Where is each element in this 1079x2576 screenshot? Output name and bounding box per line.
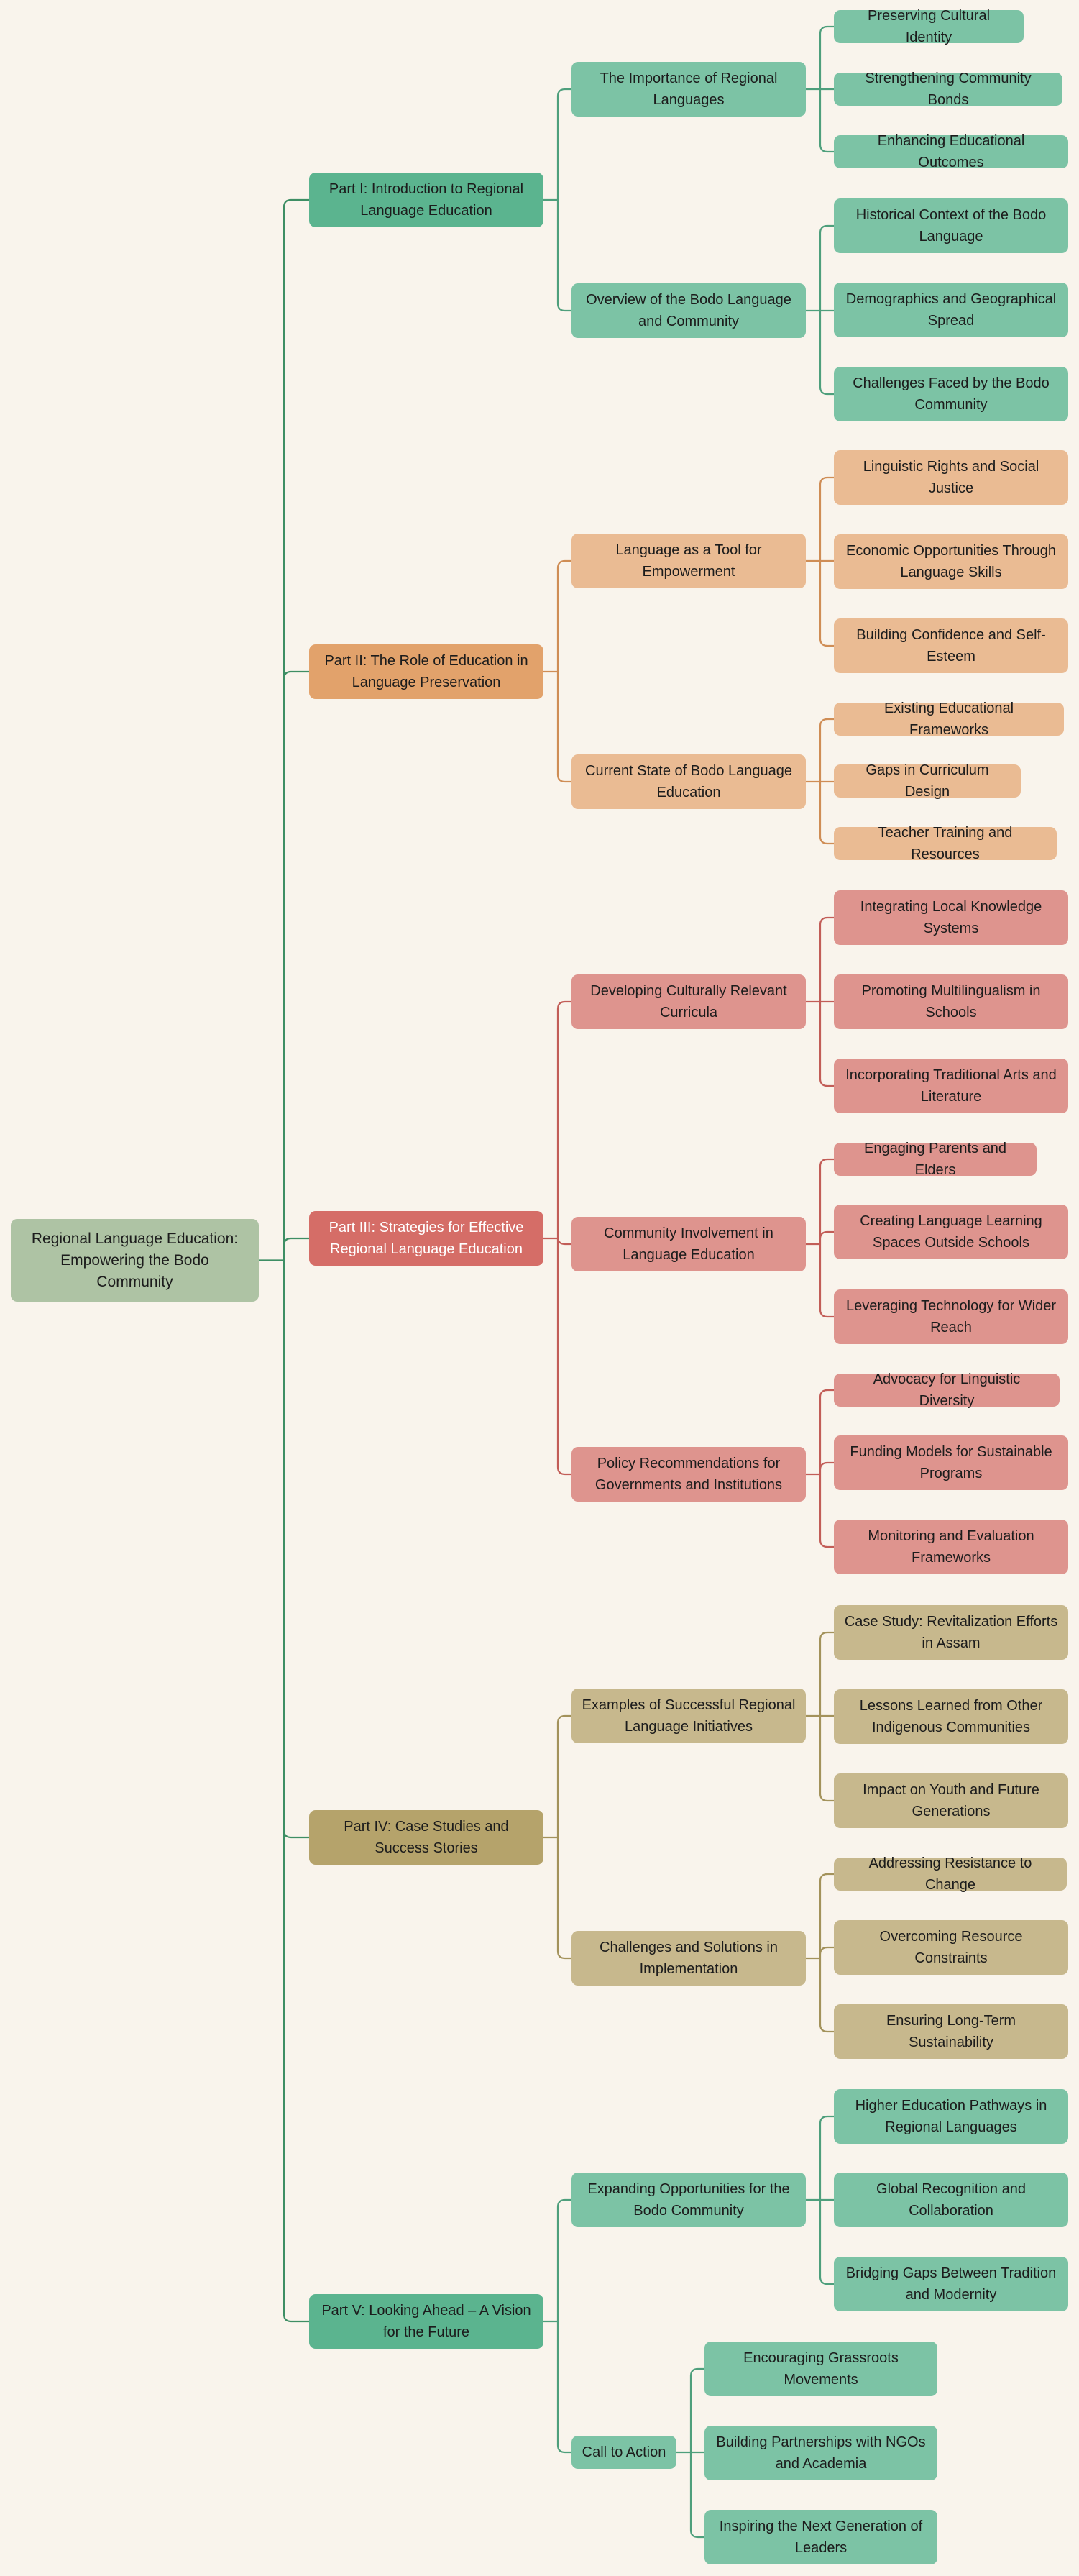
part-3-section-3-node: Policy Recommendations for Governments a… (571, 1447, 806, 1502)
root-connector (259, 198, 309, 2323)
part-4-section-2-node: Challenges and Solutions in Implementati… (571, 1931, 806, 1986)
part-5-node: Part V: Looking Ahead – A Vision for the… (309, 2294, 543, 2349)
part-5-connector (543, 2198, 571, 2454)
part-5-section-1-connector (806, 2115, 834, 2285)
part-1-node: Part I: Introduction to Regional Languag… (309, 173, 543, 227)
part-3-section-3-item-1: Advocacy for Linguistic Diversity (834, 1371, 1060, 1409)
part-3-section-1-node: Developing Culturally Relevant Curricula (571, 974, 806, 1029)
part-4-section-2-item-2: Overcoming Resource Constraints (834, 1920, 1068, 1975)
root-node: Regional Language Education: Empowering … (11, 1219, 259, 1302)
part-2-section-2-item-1: Existing Educational Frameworks (834, 700, 1064, 738)
part-3-section-2-connector (806, 1158, 834, 1318)
part-2-section-2-node: Current State of Bodo Language Education (571, 754, 806, 809)
part-4-section-1-item-1: Case Study: Revitalization Efforts in As… (834, 1605, 1068, 1660)
part-4-section-1-item-3: Impact on Youth and Future Generations (834, 1773, 1068, 1828)
part-1-section-2-connector (806, 224, 834, 396)
part-1-section-2-item-2: Demographics and Geographical Spread (834, 283, 1068, 337)
part-1-section-1-item-1: Preserving Cultural Identity (834, 8, 1024, 45)
part-3-connector (543, 1000, 571, 1476)
part-1-section-1-item-2: Strengthening Community Bonds (834, 70, 1062, 108)
part-1-section-1-node: The Importance of Regional Languages (571, 62, 806, 117)
part-1-connector (543, 88, 571, 312)
part-5-section-2-item-2: Building Partnerships with NGOs and Acad… (704, 2426, 937, 2480)
part-3-section-3-item-3: Monitoring and Evaluation Frameworks (834, 1520, 1068, 1574)
part-4-node: Part IV: Case Studies and Success Storie… (309, 1810, 543, 1865)
part-3-section-2-item-3: Leveraging Technology for Wider Reach (834, 1289, 1068, 1344)
part-4-connector (543, 1714, 571, 1960)
part-2-section-1-item-3: Building Confidence and Self-Esteem (834, 618, 1068, 673)
part-3-node: Part III: Strategies for Effective Regio… (309, 1211, 543, 1266)
part-4-section-2-item-1: Addressing Resistance to Change (834, 1855, 1067, 1893)
part-2-section-2-item-3: Teacher Training and Resources (834, 825, 1057, 862)
part-2-connector (543, 559, 571, 783)
part-3-section-3-connector (806, 1389, 834, 1548)
part-5-section-1-item-2: Global Recognition and Collaboration (834, 2173, 1068, 2227)
part-2-section-1-item-2: Economic Opportunities Through Language … (834, 534, 1068, 589)
part-2-section-2-item-2: Gaps in Curriculum Design (834, 762, 1021, 800)
part-2-section-1-connector (806, 476, 834, 647)
part-4-section-1-connector (806, 1631, 834, 1802)
part-5-section-2-node: Call to Action (571, 2436, 676, 2469)
part-1-section-1-item-3: Enhancing Educational Outcomes (834, 133, 1068, 170)
part-2-node: Part II: The Role of Education in Langua… (309, 644, 543, 699)
part-1-section-2-item-3: Challenges Faced by the Bodo Community (834, 367, 1068, 421)
part-5-section-2-item-1: Encouraging Grassroots Movements (704, 2342, 937, 2396)
part-3-section-3-item-2: Funding Models for Sustainable Programs (834, 1435, 1068, 1490)
part-3-section-2-node: Community Involvement in Language Educat… (571, 1217, 806, 1271)
part-4-section-1-item-2: Lessons Learned from Other Indigenous Co… (834, 1689, 1068, 1744)
part-3-section-1-connector (806, 916, 834, 1087)
part-3-section-2-item-2: Creating Language Learning Spaces Outsid… (834, 1205, 1068, 1259)
part-1-section-2-item-1: Historical Context of the Bodo Language (834, 198, 1068, 253)
part-3-section-2-item-1: Engaging Parents and Elders (834, 1141, 1037, 1178)
part-2-section-1-item-1: Linguistic Rights and Social Justice (834, 450, 1068, 505)
part-1-section-2-node: Overview of the Bodo Language and Commun… (571, 283, 806, 338)
part-2-section-2-connector (806, 718, 834, 845)
part-5-section-2-connector (676, 2367, 704, 2539)
part-2-section-1-node: Language as a Tool for Empowerment (571, 534, 806, 588)
part-5-section-2-item-3: Inspiring the Next Generation of Leaders (704, 2510, 937, 2564)
part-4-section-2-connector (806, 1873, 834, 2033)
part-3-section-1-item-3: Incorporating Traditional Arts and Liter… (834, 1059, 1068, 1113)
part-3-section-1-item-1: Integrating Local Knowledge Systems (834, 890, 1068, 945)
part-4-section-2-item-3: Ensuring Long-Term Sustainability (834, 2004, 1068, 2059)
part-5-section-1-node: Expanding Opportunities for the Bodo Com… (571, 2173, 806, 2227)
part-3-section-1-item-2: Promoting Multilingualism in Schools (834, 974, 1068, 1029)
part-1-section-1-connector (806, 25, 834, 153)
part-4-section-1-node: Examples of Successful Regional Language… (571, 1689, 806, 1743)
part-5-section-1-item-3: Bridging Gaps Between Tradition and Mode… (834, 2257, 1068, 2311)
part-5-section-1-item-1: Higher Education Pathways in Regional La… (834, 2089, 1068, 2144)
